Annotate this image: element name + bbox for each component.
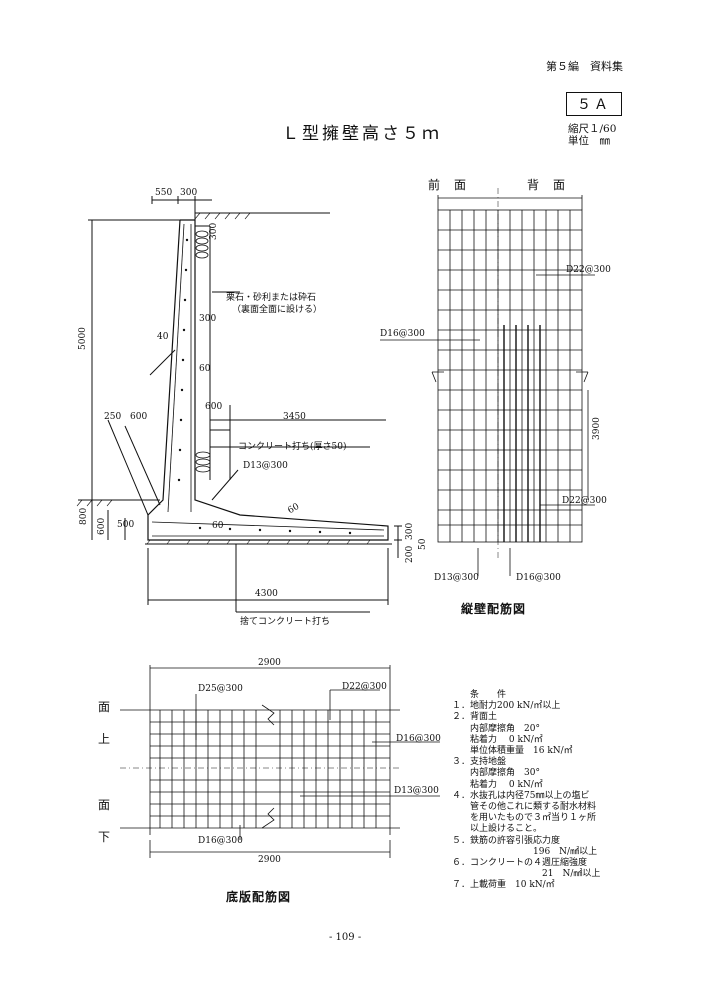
page-number: - 109 - bbox=[329, 932, 362, 943]
scale-line-2: 単位 ㎜ bbox=[568, 135, 610, 147]
condition-line: 21 N/㎟以上 bbox=[452, 869, 601, 880]
rebar-d16-right: D16@300 bbox=[396, 734, 441, 744]
wall-rebar-grid bbox=[380, 188, 595, 576]
condition-line: 条 件 bbox=[452, 690, 507, 700]
condition-line: を用いたもので３㎡当り１ヶ所 bbox=[452, 813, 597, 824]
label-front: 前 面 bbox=[428, 178, 468, 192]
condition-line: 粘着力 0 kN/㎡ bbox=[452, 779, 543, 790]
note-leveling: 捨てコンクリート打ち bbox=[240, 617, 331, 627]
dim-base-60: 60 bbox=[212, 521, 224, 531]
dim-top-2900: 2900 bbox=[258, 658, 281, 668]
condition-line: ４．水抜孔は内径75㎜以上の塩ビ bbox=[452, 790, 590, 801]
scale-line-1: 縮尺１/60 bbox=[568, 123, 617, 135]
dim-bottom-2900: 2900 bbox=[258, 855, 281, 865]
condition-line: 粘着力 0 kN/㎡ bbox=[452, 734, 543, 745]
rebar-d25: D25@300 bbox=[198, 684, 243, 694]
label-bottom-1: 下 bbox=[98, 830, 112, 844]
condition-line: 以上設けること。 bbox=[452, 824, 543, 835]
condition-line: 内部摩擦角 20° bbox=[452, 723, 540, 734]
condition-line: １．地耐力200 kN/㎡以上 bbox=[452, 701, 561, 712]
dim-3900: 3900 bbox=[592, 417, 602, 440]
note-concrete: コンクリート打ち(厚さ50) bbox=[238, 442, 347, 452]
dim-side-500: 500 bbox=[117, 520, 135, 530]
dim-side-250: 250 bbox=[104, 412, 122, 422]
rebar-d13-bottom: D13@300 bbox=[434, 573, 479, 583]
rebar-d13-right: D13@300 bbox=[394, 786, 439, 796]
rebar-d13-section: D13@300 bbox=[243, 461, 288, 471]
dim-base-50: 50 bbox=[418, 538, 428, 550]
dim-300-top: 300 bbox=[180, 188, 198, 198]
dim-batter-40: 40 bbox=[157, 332, 169, 342]
caption-wall-rebar: 縦壁配筋図 bbox=[461, 602, 527, 616]
caption-base-rebar: 底版配筋図 bbox=[226, 890, 292, 904]
conditions-block: 条 件 １．地耐力200 kN/㎡以上 ２．背面土 内部摩擦角 20° 粘着力 … bbox=[452, 690, 600, 892]
dim-base-300: 300 bbox=[405, 522, 415, 540]
rebar-d22-bottom: D22@300 bbox=[562, 496, 607, 506]
condition-line: 管その他これに類する耐水材料 bbox=[452, 802, 597, 813]
sheet-id-badge: ５Ａ bbox=[566, 92, 622, 116]
base-rebar-grid bbox=[120, 665, 440, 858]
condition-line: ６．コンクリートの４週圧縮強度 bbox=[452, 858, 588, 869]
dim-side-600-low: 600 bbox=[97, 517, 107, 535]
dim-height-5000: 5000 bbox=[78, 327, 88, 350]
dim-side-600: 600 bbox=[130, 412, 148, 422]
dim-heel-3450: 3450 bbox=[283, 412, 306, 422]
dim-gravel-300b: 300 bbox=[199, 314, 217, 324]
dim-550: 550 bbox=[155, 188, 173, 198]
dim-gravel-300a: 300 bbox=[209, 222, 219, 240]
label-bottom-2: 面 bbox=[98, 798, 112, 812]
dim-gravel-600: 600 bbox=[205, 402, 223, 412]
dim-side-800: 800 bbox=[79, 507, 89, 525]
condition-line: 196 N/㎟以上 bbox=[452, 846, 598, 857]
condition-line: ３．支持地盤 bbox=[452, 757, 507, 768]
section-header: 第５編 資料集 bbox=[546, 60, 623, 73]
label-back: 背 面 bbox=[527, 178, 567, 192]
label-top-1: 上 bbox=[98, 732, 112, 746]
condition-line: ２．背面土 bbox=[452, 712, 498, 723]
note-gravel-1: 栗石・砂利または砕石 bbox=[226, 293, 317, 303]
rebar-d16-base: D16@300 bbox=[198, 836, 243, 846]
rebar-d22-base: D22@300 bbox=[342, 682, 387, 692]
condition-line: 単位体積重量 16 kN/㎥ bbox=[452, 746, 573, 757]
dim-base-200: 200 bbox=[405, 545, 415, 563]
condition-line: 内部摩擦角 30° bbox=[452, 768, 540, 779]
dim-gravel-60: 60 bbox=[199, 364, 211, 374]
condition-line: ７．上載荷重 10 kN/㎡ bbox=[452, 880, 555, 891]
page-title: Ｌ型擁壁高さ５ｍ bbox=[282, 124, 442, 144]
rebar-d16-bottom: D16@300 bbox=[516, 573, 561, 583]
dim-width-4300: 4300 bbox=[255, 589, 278, 599]
note-gravel-2: （裏面全面に設ける） bbox=[232, 305, 323, 315]
rebar-d16: D16@300 bbox=[380, 329, 425, 339]
label-top-2: 面 bbox=[98, 700, 112, 714]
rebar-d22-top: D22@300 bbox=[566, 265, 611, 275]
wall-section bbox=[76, 196, 402, 613]
condition-line: ５．鉄筋の許容引張応力度 bbox=[452, 835, 561, 846]
